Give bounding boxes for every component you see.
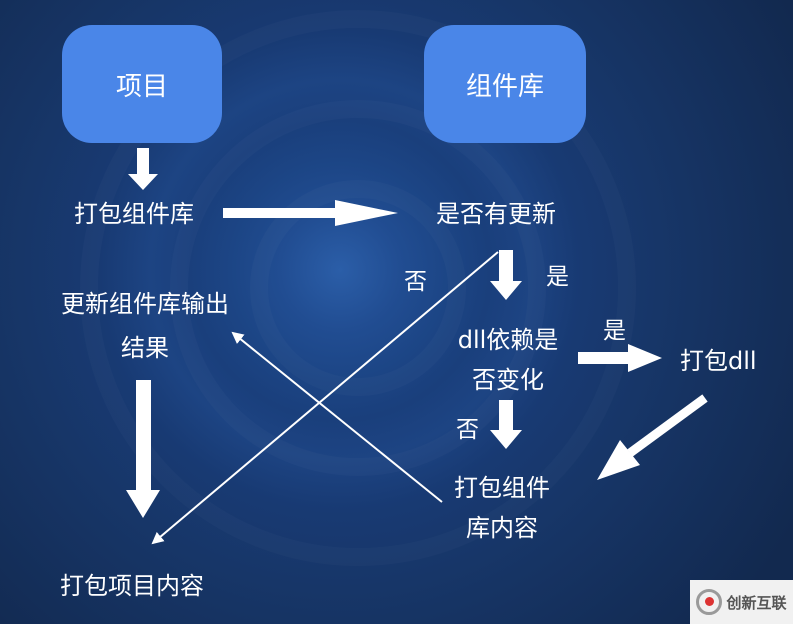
- arrow-update-output-to-pack-project: [126, 380, 160, 518]
- project-node: 项目: [62, 25, 222, 143]
- update-output-line2: 结果: [121, 334, 169, 362]
- watermark: 创新互联: [690, 580, 793, 624]
- arrow-pack-content-to-update-output: [231, 331, 443, 503]
- watermark-logo-icon: [696, 589, 723, 615]
- pack-component-content-line2: 库内容: [466, 514, 538, 542]
- dll-changed-yes-label: 是: [603, 318, 626, 344]
- arrow-project-to-pack: [128, 148, 158, 190]
- arrow-pack-dll-to-pack-content-head: [597, 440, 640, 480]
- component-lib-node: 组件库: [424, 25, 586, 143]
- dll-changed-no-label: 否: [456, 417, 479, 443]
- pack-component-content-node: 打包组件 库内容: [432, 470, 572, 546]
- arrow-pack-to-has-update: [223, 200, 398, 226]
- has-update-yes-label: 是: [546, 264, 569, 290]
- update-output-node: 更新组件库输出 结果: [40, 286, 250, 366]
- pack-component-lib-node: 打包组件库: [74, 200, 194, 228]
- watermark-text: 创新互联: [726, 593, 787, 612]
- pack-dll-node: 打包dll: [680, 347, 757, 375]
- dll-changed-line2: 否变化: [472, 366, 544, 394]
- project-node-label: 项目: [115, 71, 168, 102]
- pack-component-content-line1: 打包组件: [454, 474, 550, 502]
- component-lib-node-label: 组件库: [465, 71, 544, 102]
- arrow-pack-dll-to-pack-content-shaft: [627, 394, 708, 457]
- arrow-dll-to-pack-dll: [578, 344, 662, 372]
- dll-changed-node: dll依赖是 否变化: [438, 322, 578, 398]
- has-update-no-label: 否: [404, 269, 427, 295]
- arrow-no-update-to-pack-project: [151, 251, 499, 545]
- arrow-has-update-to-dll: [490, 250, 522, 300]
- update-output-line1: 更新组件库输出: [61, 290, 229, 318]
- arrow-dll-to-pack-content: [490, 400, 522, 449]
- pack-project-content-node: 打包项目内容: [60, 572, 204, 600]
- has-update-node: 是否有更新: [436, 200, 556, 228]
- dll-changed-line1: dll依赖是: [457, 326, 559, 354]
